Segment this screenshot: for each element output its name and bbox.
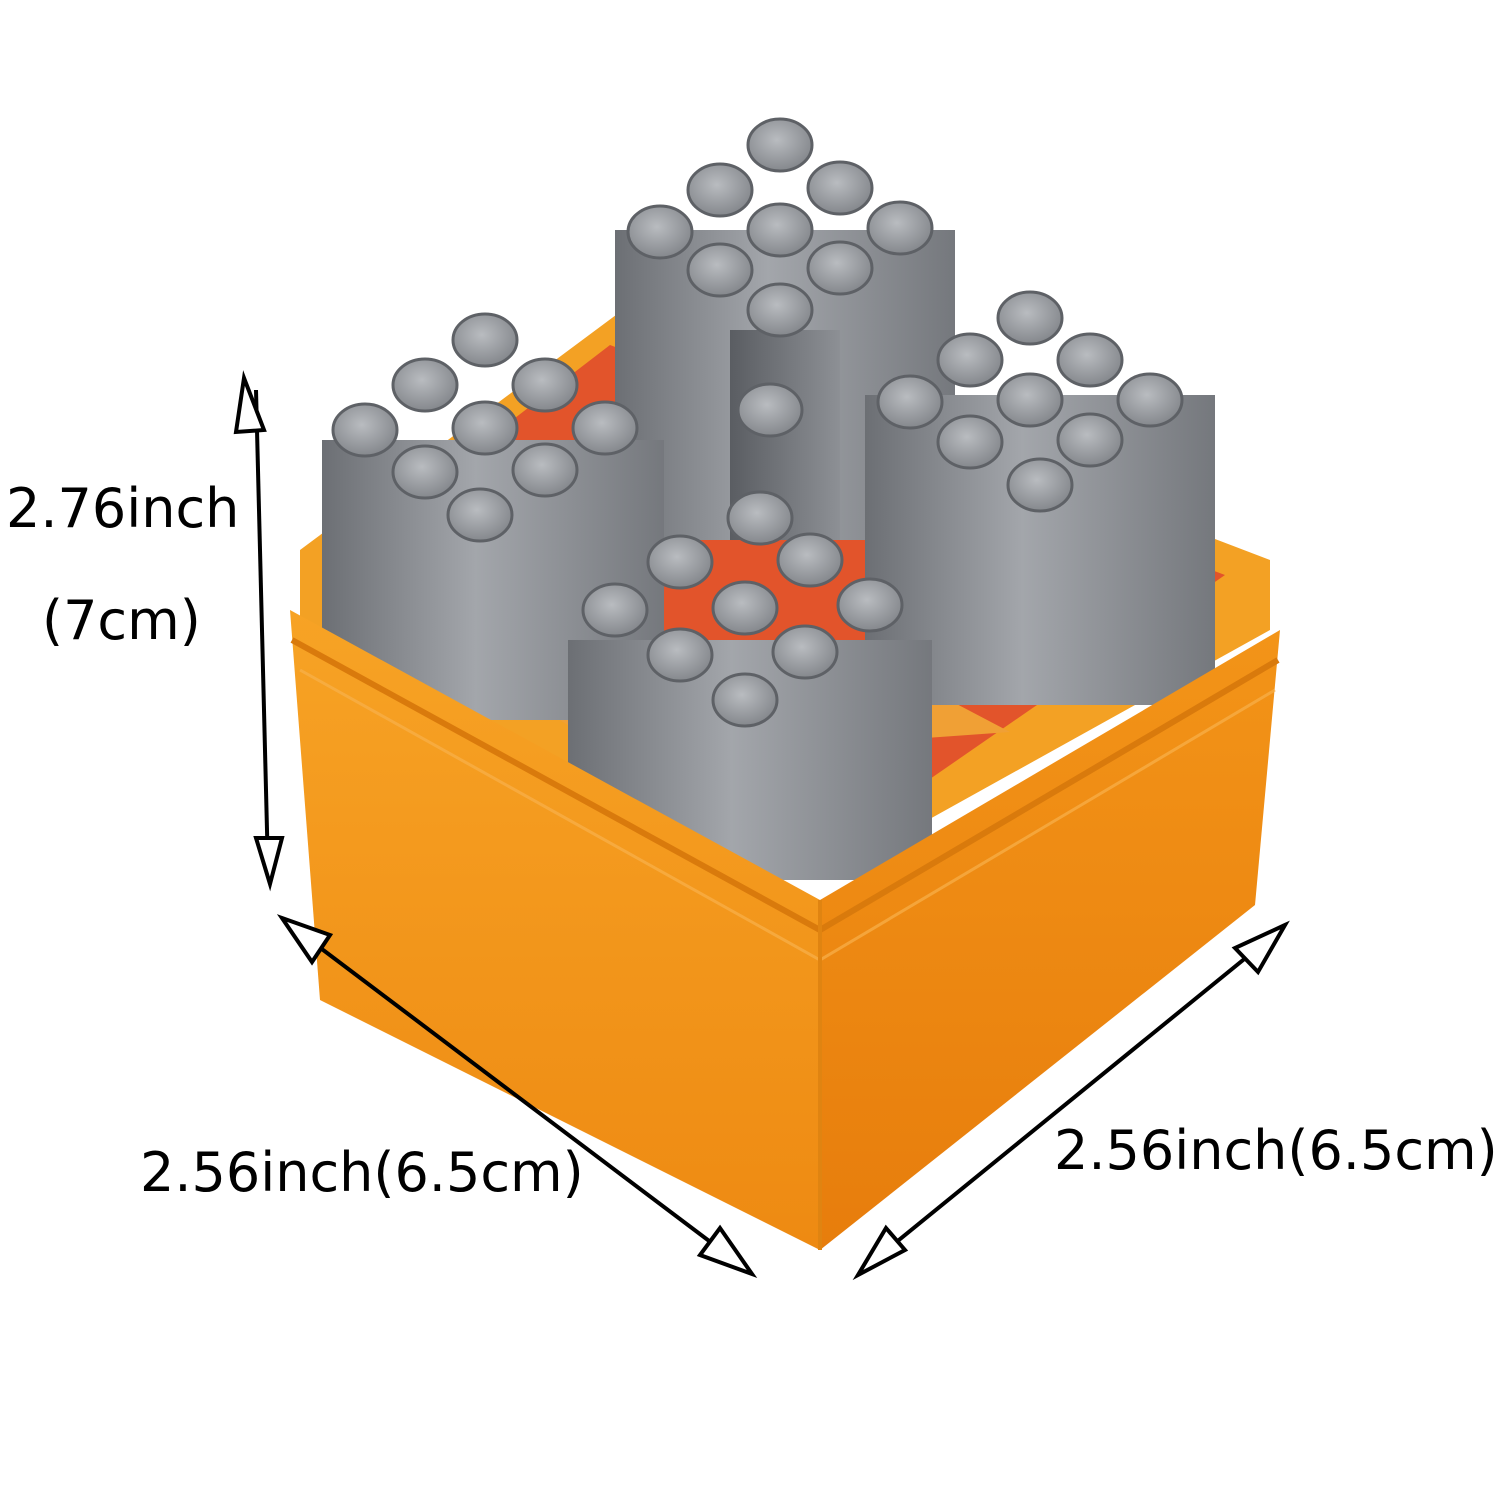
width-left-label: 2.56inch(6.5cm) [140,1141,584,1204]
width-left-arrowhead-b [696,1224,758,1279]
height-cm-label: (7cm) [42,589,201,652]
box-face-left [290,610,820,1250]
height-arrow-line [254,389,270,871]
width-left-arrowhead-a [276,914,334,966]
width-right-arrowhead-a [1231,920,1290,976]
height-arrowhead-top [233,370,267,435]
box-face-right [820,630,1280,1250]
dimension-arrows [233,370,1290,1281]
width-right-arrowhead-b [852,1224,909,1281]
width-right-arrow-line [860,928,1282,1272]
height-inch-label: 2.76inch [6,477,240,540]
height-arrowhead-bottom [253,836,285,892]
width-left-arrow-line [288,923,747,1270]
width-right-label: 2.56inch(6.5cm) [1054,1119,1498,1182]
box-front [290,610,1280,1250]
